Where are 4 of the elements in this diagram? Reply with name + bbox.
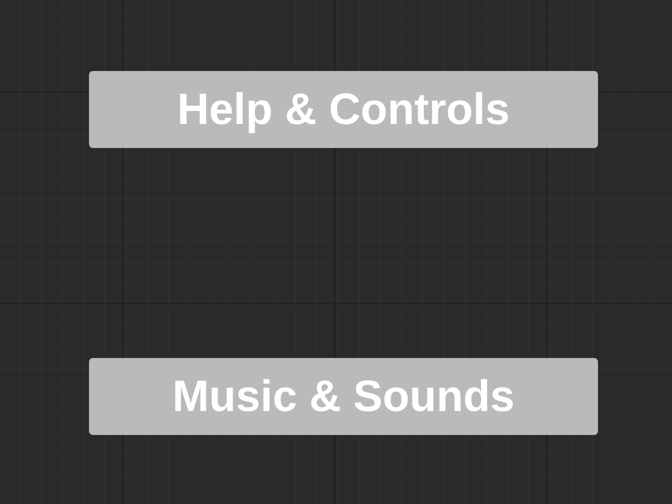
box-label: Help & Controls (177, 88, 510, 132)
label-box (89, 71, 598, 148)
label-box (89, 358, 598, 435)
box-label: Music & Sounds (172, 374, 515, 418)
